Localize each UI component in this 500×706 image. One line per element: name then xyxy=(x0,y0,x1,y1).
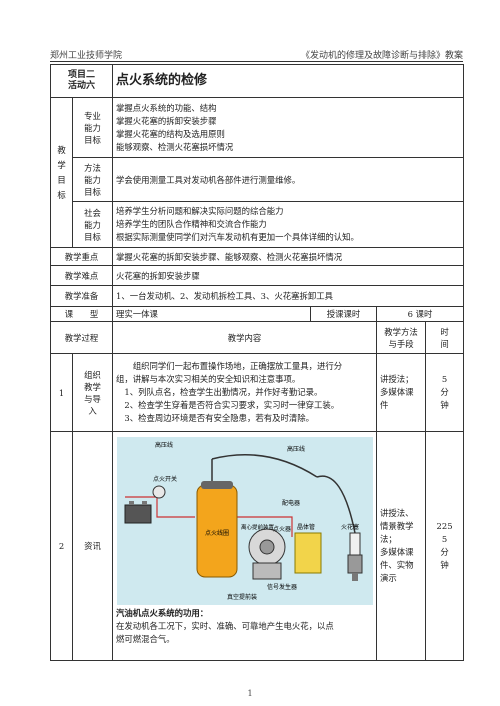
label-hv-wire-right: 高压线 xyxy=(287,445,305,453)
goals-label: 教 学 目 标 xyxy=(50,97,73,248)
project-label: 项目二 xyxy=(68,70,96,80)
project-row: 项目二 活动六 点火系统的检修 xyxy=(49,64,465,98)
school-name: 郑州工业技师学院 xyxy=(50,51,123,61)
key-point-text: 掌握火花塞的拆卸安装步骤、能够观察、检测火花塞损坏情况 xyxy=(112,247,465,266)
step2-time: 225 5 分 钟 xyxy=(425,431,465,661)
step2-subtitle: 汽油机点火系统的功用： xyxy=(116,608,209,618)
method-header: 教学方法 与手段 xyxy=(376,321,427,354)
step1-time: 5 分 钟 xyxy=(425,353,465,432)
step1-content: 组织同学们一起布置操作场地，正确摆放工量具，进行分 组，讲解与本次实习相关的安全… xyxy=(112,353,378,432)
project-title: 点火系统的检修 xyxy=(112,64,465,98)
lesson-plan-table: 项目二 活动六 点火系统的检修 教 学 目 标 专业 能力 目标 掌握点火系统的… xyxy=(49,64,465,661)
social-goal-text: 培养学生分析问题和解决实际问题的综合能力 培养学生的团队合作精神和交流合作能力 … xyxy=(112,201,465,248)
social-goal-label: 社会 能力 目标 xyxy=(71,201,114,248)
key-point-row: 教学重点 掌握火花塞的拆卸安装步骤、能够观察、检测火花塞损坏情况 xyxy=(49,247,465,266)
ignition-switch-icon xyxy=(152,485,166,499)
time-header: 时 间 xyxy=(425,321,465,354)
label-signal-generator: 信号发生器 xyxy=(267,583,297,591)
preparation-text: 1、一台发动机、2、发动机拆检工具、3、火花塞拆卸工具 xyxy=(112,285,465,307)
hv-wire-right xyxy=(316,475,356,534)
spark-plug-icon xyxy=(349,532,361,556)
label-spark-plug: 火花塞 xyxy=(341,523,359,531)
project-label-cell: 项目二 活动六 xyxy=(49,64,114,98)
professional-goal-row: 教 学 目 标 专业 能力 目标 掌握点火系统的功能、结构 掌握火花塞的拆卸安装… xyxy=(50,97,465,248)
method-goal-row: 方法 能力 目标 学会使用测量工具对发动机各部件进行测量维修。 xyxy=(51,157,465,202)
vacuum-unit-icon xyxy=(252,562,282,580)
label-breaker: 点火器 xyxy=(273,525,291,533)
step2-row: 2 资讯 xyxy=(50,431,465,661)
step2-desc-line-2: 燃可燃混合气。 xyxy=(116,634,175,644)
label-vacuum-advance: 离心提前装置 xyxy=(241,523,275,531)
step1-row: 1 组织 教学 与导 入 组织同学们一起布置操作场地，正确摆放工量具，进行分 组… xyxy=(50,353,465,432)
hours-value: 6 课时 xyxy=(376,306,465,322)
method-goal-label: 方法 能力 目标 xyxy=(71,157,114,202)
step1-method: 讲授法； 多媒体课 件 xyxy=(376,353,427,432)
coil-wire xyxy=(236,516,293,537)
label-ignition-switch: 点火开关 xyxy=(153,475,177,483)
step2-content: 高压线 高压线 点火开关 配电器 离心提前装置 点火器 晶体管 火花塞 点火线圈… xyxy=(112,431,378,661)
difficulty-text: 火花塞的拆卸安装步骤 xyxy=(112,265,465,286)
step1-number: 1 xyxy=(50,353,73,432)
page-number: 1 xyxy=(247,689,253,698)
course-type-value: 理实一体课 xyxy=(112,306,312,322)
method-goal-text: 学会使用测量工具对发动机各部件进行测量维修。 xyxy=(112,157,465,202)
label-hv-wire-left: 高压线 xyxy=(155,441,173,449)
hv-wire-top xyxy=(211,454,317,478)
professional-goal-text: 掌握点火系统的功能、结构 掌握火花塞的拆卸安装步骤 掌握火花塞的结构及选用原则 … xyxy=(112,97,465,158)
header-rule xyxy=(50,61,463,62)
diagram-background xyxy=(116,437,373,605)
key-point-label: 教学重点 xyxy=(49,247,114,266)
step1-name: 组织 教学 与导 入 xyxy=(71,353,114,432)
difficulty-label: 教学难点 xyxy=(49,265,114,286)
label-vacuum-unit: 真空提前装 xyxy=(227,593,257,601)
label-coil: 点火线圈 xyxy=(205,529,229,537)
social-goal-row: 社会 能力 目标 培养学生分析问题和解决实际问题的综合能力 培养学生的团队合作精… xyxy=(51,201,465,248)
course-name: 《发动机的修理及故障诊断与排除》教案 xyxy=(300,51,463,61)
preparation-label: 教学准备 xyxy=(49,285,114,307)
label-distributor: 配电器 xyxy=(282,499,300,507)
switch-wire xyxy=(124,496,195,518)
process-header: 教学过程 xyxy=(49,321,114,354)
course-type-row: 课 型 理实一体课 授课课时 6 课时 xyxy=(49,306,465,322)
preparation-row: 教学准备 1、一台发动机、2、发动机拆检工具、3、火花塞拆卸工具 xyxy=(49,285,465,307)
hours-label: 授课课时 xyxy=(310,306,378,322)
step2-method: 讲授法、 情景教学 法； 多媒体课 件、实物 演示 xyxy=(376,431,427,661)
transistor-module-icon xyxy=(294,532,322,574)
professional-goal-label: 专业 能力 目标 xyxy=(71,97,114,158)
step2-number: 2 xyxy=(50,431,73,661)
course-type-label: 课 型 xyxy=(49,306,114,322)
page-header: 郑州工业技师学院 《发动机的修理及故障诊断与排除》教案 xyxy=(50,48,463,61)
step2-name: 资讯 xyxy=(71,431,114,661)
battery-icon xyxy=(124,504,152,524)
difficulty-row: 教学难点 火花塞的拆卸安装步骤 xyxy=(49,265,465,286)
label-transistor: 晶体管 xyxy=(297,523,315,531)
step2-desc-line-1: 在发动机各工况下，实时、准确、可靠地产生电火花，以点 xyxy=(116,621,334,631)
activity-label: 活动六 xyxy=(68,81,96,91)
ignition-system-diagram: 高压线 高压线 点火开关 配电器 离心提前装置 点火器 晶体管 火花塞 点火线圈… xyxy=(116,437,373,605)
process-header-row: 教学过程 教学内容 教学方法 与手段 时 间 xyxy=(49,321,465,354)
content-header: 教学内容 xyxy=(112,321,378,354)
